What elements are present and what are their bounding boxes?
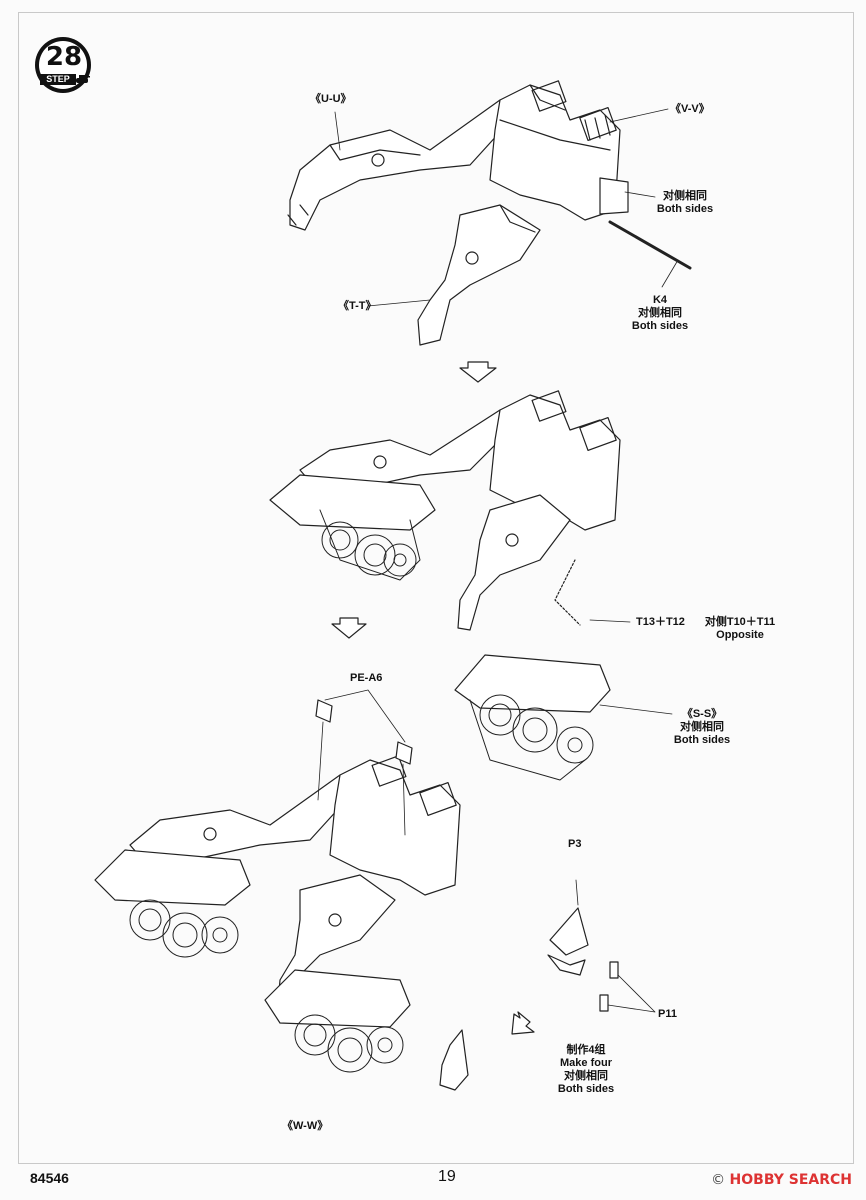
label-ss-cn: 对侧相同 [680,721,724,733]
label-t13-t12: T13＋T12 [636,616,685,628]
suspension-frame-drawing-2 [269,390,621,631]
down-arrow-1 [459,361,497,383]
tank-icon [76,75,90,83]
suspension-frame-drawing-3 [94,689,469,1091]
label-make-four-en: Make four [560,1057,612,1069]
label-k4-cn: 对侧相同 [638,307,682,319]
watermark: © HOBBY SEARCH [711,1172,852,1188]
label-opposite-en: Opposite [716,629,764,641]
step-number: 28 [45,42,83,72]
label-p3: P3 [568,838,582,850]
down-arrow-2 [331,617,367,639]
label-p11: P11 [658,1008,677,1020]
diagonal-arrow [511,1011,535,1035]
label-make-four-cn: 制作4组 [566,1044,606,1056]
label-uu: 《U-U》 [310,93,352,105]
step-label: STEP [46,74,70,84]
suspension-frame-drawing-1 [287,80,692,346]
label-k4-en: Both sides [631,320,689,332]
label-pe-a6: PE-A6 [350,672,383,684]
watermark-prefix: © [711,1172,726,1188]
label-both-sides-1: 对侧相同 Both sides [655,190,715,216]
detail-p3-p11 [547,879,656,1013]
label-make-four: 制作4组 Make four 对侧相同 Both sides [548,1044,624,1096]
label-k4: K4 对侧相同 Both sides [628,294,692,333]
label-ss: 《S-S》 对侧相同 Both sides [672,708,732,747]
bogie-ss-drawing [454,654,611,781]
label-ss-title: 《S-S》 [681,708,723,720]
step-badge-graphic [35,37,91,93]
page-border [18,12,854,1164]
label-opposite: 对侧T10＋T11 Opposite [700,616,780,642]
label-make-four-cn2: 对侧相同 [564,1070,608,1082]
leader-lines [334,108,679,715]
page-number: 19 [438,1168,456,1185]
label-k4-part: K4 [652,294,668,306]
label-tt: 《T-T》 [338,300,377,312]
label-ww: 《W-W》 [282,1120,329,1132]
label-ss-en: Both sides [673,734,731,746]
kit-number: 84546 [30,1170,69,1186]
label-opposite-cn: 对侧T10＋T11 [704,616,776,628]
label-both-sides-1-en: Both sides [656,203,714,215]
label-vv: 《V-V》 [670,103,710,115]
label-make-four-en2: Both sides [557,1083,615,1095]
watermark-brand: HOBBY SEARCH [729,1172,852,1188]
label-both-sides-1-cn: 对侧相同 [663,190,707,202]
step-badge: 28 STEP [34,36,92,94]
